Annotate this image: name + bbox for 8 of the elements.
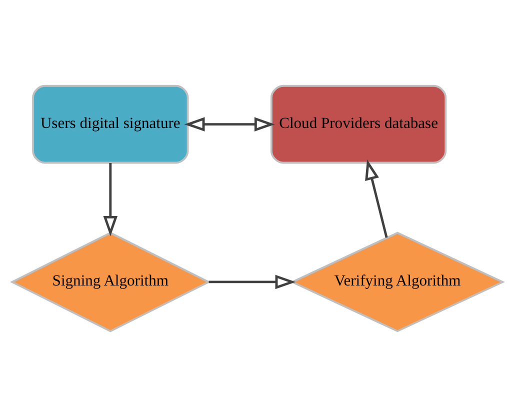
node-box: Users digital signature [32,84,189,164]
arrow [365,158,388,238]
arrow [103,162,118,236]
node-diamond: Verifying Algorithm [290,231,505,332]
node-box: Cloud Providers database [270,84,447,164]
node-diamond: Signing Algorithm [10,231,211,332]
arrow [208,274,296,289]
arrow [184,116,275,131]
